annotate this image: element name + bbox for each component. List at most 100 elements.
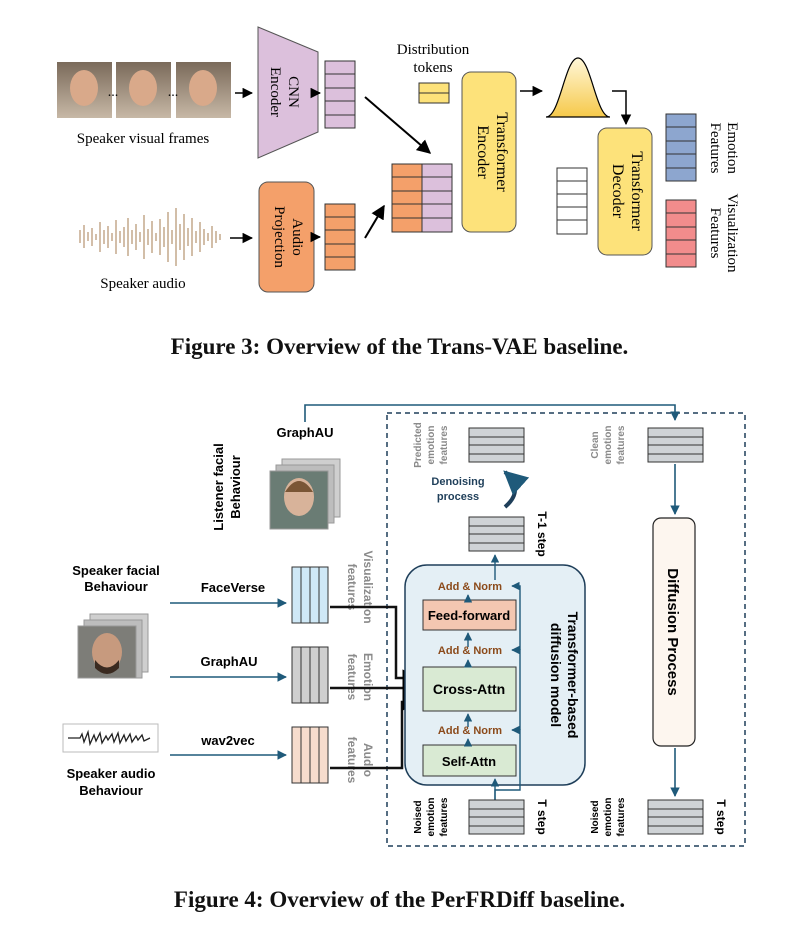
audio-output-features (324, 203, 356, 271)
distribution-token-block (418, 82, 450, 104)
predicted-line1: Predicted (413, 422, 424, 468)
emotion-features-line2: Features (707, 123, 723, 174)
speaker-face-stack (77, 613, 149, 679)
cnn-to-concat-arrow (364, 96, 432, 154)
feed-forward-label: Feed-forward (428, 608, 510, 623)
denoising-line1: Denoising (431, 476, 484, 488)
t-step-left-label: T step (535, 799, 549, 834)
audio-projection-line2: Projection (271, 206, 287, 268)
figure-3-caption: Figure 3: Overview of the Trans-VAE base… (170, 334, 629, 359)
noised-left-line2: emotion (426, 798, 437, 837)
clean-emotion-features (647, 427, 704, 463)
denoising-arrow (503, 470, 530, 509)
t-minus-1-features (468, 516, 525, 552)
speaker-facial-line1: Speaker facial (72, 563, 159, 578)
noised-features-left (468, 799, 525, 835)
clean-line3: features (616, 425, 627, 464)
visualization-feature-block (291, 566, 329, 624)
cnn-encoder-line2: Encoder (267, 67, 283, 117)
noised-features-right (647, 799, 704, 835)
diffusion-process-block (652, 517, 696, 747)
speaker-audio-line2: Behaviour (79, 783, 143, 798)
speaker-audio-waveform (79, 208, 221, 266)
cross-attn-block (422, 666, 517, 712)
emotion-feature-block (291, 646, 329, 704)
speaker-face-3 (189, 70, 217, 106)
wav2vec-label: wav2vec (200, 733, 255, 748)
speaker-visual-frames-label: Speaker visual frames (77, 131, 210, 147)
add-norm-middle: Add & Norm (438, 645, 502, 657)
transformer-encoder-line1: Transformer (493, 112, 510, 192)
listener-label-line1: Listener facial (211, 443, 226, 530)
graphau-to-clean-arrow (304, 404, 680, 422)
predicted-emotion-features (468, 427, 525, 463)
faceverse-label: FaceVerse (201, 580, 265, 595)
emotion-features-line1: Emotion (361, 653, 375, 701)
speaker-face-2 (129, 70, 157, 106)
cnn-encoder-line1: CNN (285, 76, 301, 108)
cnn-encoder (257, 26, 319, 159)
audio-projection-line1: Audio (289, 218, 305, 256)
frames-ellipsis-1: ... (108, 85, 119, 100)
frames-ellipsis-2: ... (168, 85, 179, 100)
audio-feature-block (291, 726, 329, 784)
graphau-mid-label: GraphAU (200, 654, 257, 669)
t-step-right-label: T step (714, 799, 728, 834)
speaker-audio-icon (62, 723, 159, 753)
graphau-top-label: GraphAU (276, 425, 333, 440)
transformer-decoder-line1: Transformer (628, 151, 645, 231)
t-minus-1-label: T-1 step (535, 511, 549, 556)
cnn-output-features (324, 60, 356, 129)
figure-3: ... ... Speaker visual frames CNN Encode… (57, 26, 740, 293)
diffusion-process-label: Diffusion Process (664, 568, 681, 696)
speaker-facial-line2: Behaviour (84, 579, 148, 594)
speaker-frames: ... ... (57, 62, 231, 118)
noised-right-line2: emotion (603, 798, 614, 837)
emotion-features-output (665, 113, 697, 182)
predicted-line3: features (439, 425, 450, 464)
speaker-audio-label: Speaker audio (100, 276, 185, 292)
visualization-features-line2: Features (707, 208, 723, 259)
decoder-query-tokens (556, 167, 588, 235)
listener-face-stack (269, 458, 341, 530)
add-norm-top: Add & Norm (438, 581, 502, 593)
self-attn-block (422, 744, 517, 777)
latent-distribution-curve (545, 57, 611, 118)
transformer-decoder (597, 127, 653, 256)
noised-left-line1: Noised (413, 800, 424, 833)
figure-4: GraphAU Listener facial Behaviour Speake… (62, 404, 746, 847)
transformer-encoder (461, 71, 517, 233)
predicted-line2: emotion (426, 426, 437, 465)
denoising-line2: process (437, 491, 479, 503)
transformer-diffusion-line1: Transformer-based (565, 612, 581, 739)
cross-attn-label: Cross-Attn (433, 681, 505, 697)
audio-features-line1: Audio (361, 743, 375, 777)
noised-left-line3: features (439, 797, 450, 836)
concatenated-features (391, 163, 453, 233)
model-internal-arrows (463, 554, 521, 800)
visualization-features-line1: Visualization (724, 193, 740, 273)
visualization-features-line1: Visualization (361, 550, 375, 623)
noised-right-line1: Noised (590, 800, 601, 833)
clean-line2: emotion (603, 426, 614, 465)
transformer-decoder-line2: Decoder (609, 164, 626, 219)
visualization-features-line2: features (345, 564, 359, 611)
noised-right-line3: features (616, 797, 627, 836)
figure-4-caption: Figure 4: Overview of the PerFRDiff base… (173, 887, 626, 912)
audio-features-line2: features (345, 737, 359, 784)
emotion-features-line1: Emotion (724, 122, 740, 174)
distribution-to-decoder-arrow (612, 90, 632, 126)
add-norm-bottom: Add & Norm (438, 725, 502, 737)
speaker-face-1 (70, 70, 98, 106)
listener-label-line2: Behaviour (228, 455, 243, 519)
visualization-features-output (665, 199, 697, 268)
audio-to-concat-arrow (364, 204, 385, 239)
clean-line1: Clean (590, 431, 601, 458)
feed-forward-block (422, 599, 517, 631)
speaker-audio-line1: Speaker audio (67, 766, 156, 781)
self-attn-label: Self-Attn (442, 754, 496, 769)
transformer-diffusion-line2: diffusion model (548, 623, 564, 727)
distribution-tokens-line2: tokens (413, 60, 452, 76)
emotion-features-line2: features (345, 654, 359, 701)
